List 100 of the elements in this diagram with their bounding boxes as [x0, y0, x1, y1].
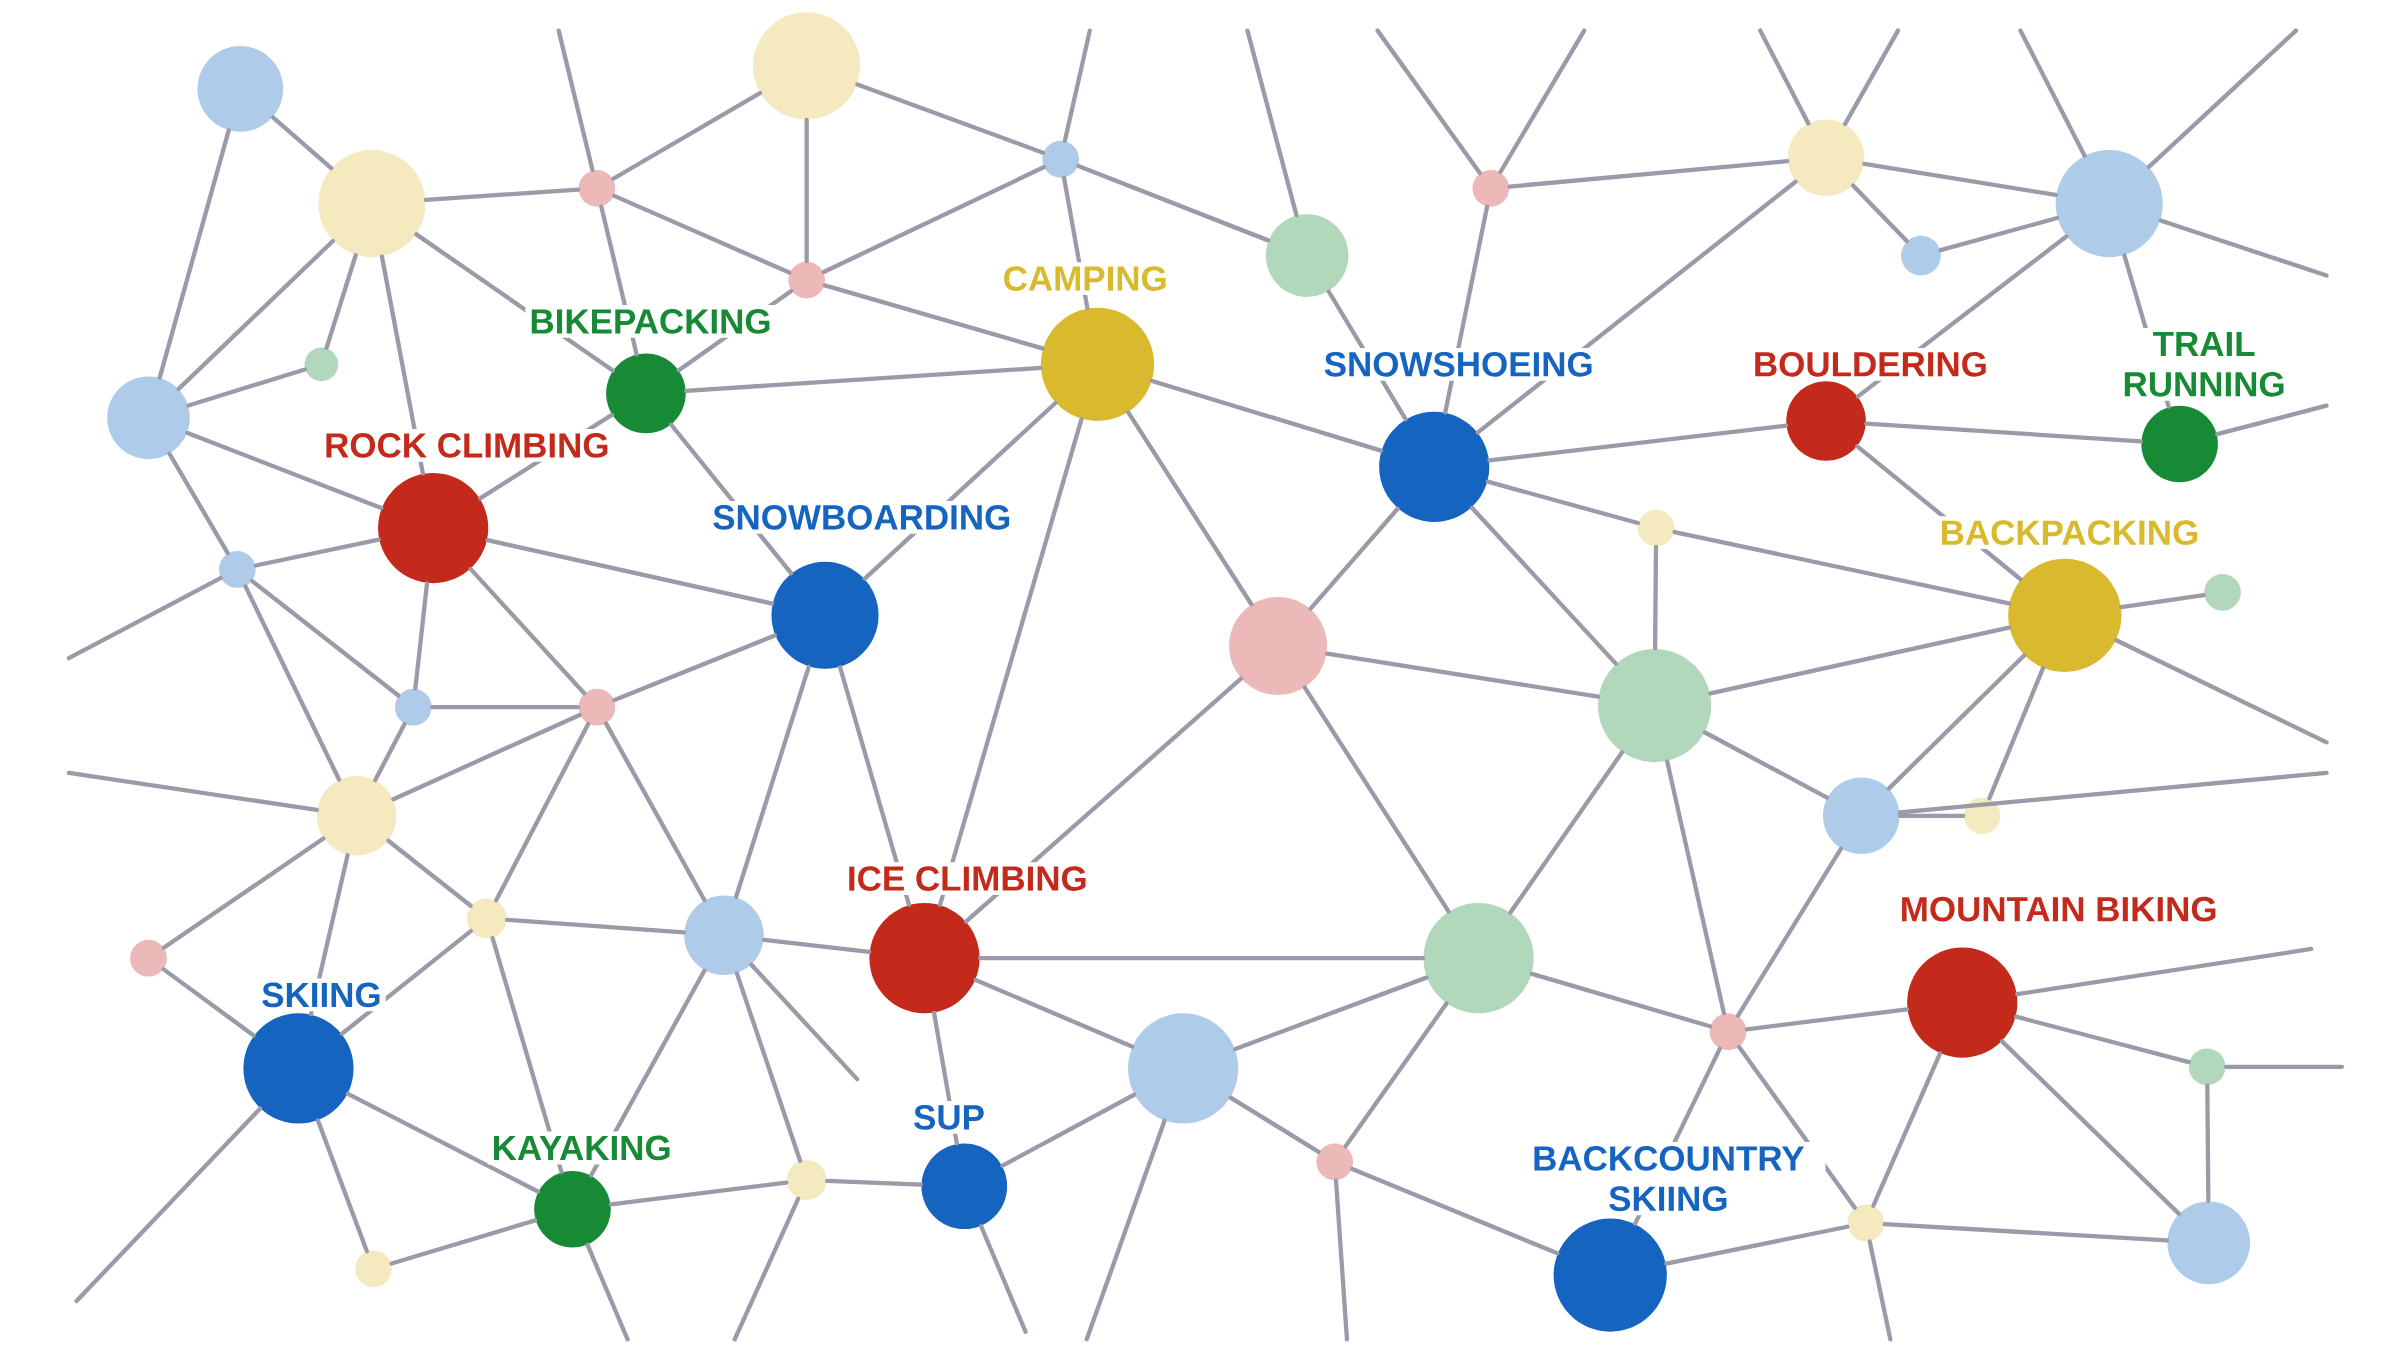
dot: [355, 1250, 392, 1288]
dot: [1042, 141, 1080, 178]
connector-line: [1343, 1001, 1449, 1149]
connector-line: [386, 838, 473, 909]
connector-line: [339, 929, 473, 1037]
connector-line: [1485, 479, 1641, 526]
dot: [1907, 947, 2018, 1058]
connector-line: [66, 771, 319, 813]
dot: [243, 1013, 354, 1124]
dot: [921, 1143, 1008, 1230]
connector-line: [734, 971, 803, 1164]
connector-line: [1897, 813, 1966, 819]
connector-line: [253, 537, 381, 568]
connector-line: [1737, 1045, 1857, 1210]
connector-line: [494, 722, 591, 903]
connector-line: [608, 1180, 789, 1207]
connector-line: [761, 937, 872, 955]
connector-line: [1665, 759, 1727, 1016]
connector-line: [391, 713, 582, 802]
activity-label: TRAIL RUNNING: [2100, 328, 2308, 401]
connector-line: [1758, 28, 1811, 126]
dot: [316, 776, 397, 856]
dot: [1637, 509, 1675, 547]
connector-line: [186, 367, 307, 408]
dot: [771, 562, 879, 670]
dot: [197, 46, 284, 132]
dot: [2008, 558, 2122, 673]
dot: [1316, 1143, 1354, 1181]
connector-line: [585, 1243, 630, 1342]
node-label: TRAIL RUNNING: [2124, 332, 2284, 397]
connector-line: [1987, 666, 2046, 801]
connector-line: [74, 1106, 263, 1304]
connector-line: [413, 581, 430, 691]
connector-line: [749, 962, 860, 1082]
connector-line: [2015, 947, 2314, 997]
dot: [1786, 381, 1866, 461]
connector-line: [1228, 1095, 1321, 1155]
dot: [1963, 797, 2001, 835]
connector-line: [1882, 1222, 2170, 1243]
connector-line: [66, 576, 223, 661]
dot: [684, 895, 764, 976]
dot: [2055, 150, 2163, 258]
connector-line: [2223, 1064, 2344, 1070]
activity-label: SUP: [909, 1101, 989, 1134]
activity-label: SNOWSHOEING: [1319, 348, 1598, 381]
dot: [788, 262, 825, 299]
dot: [1040, 307, 1155, 422]
connector-line: [821, 165, 1046, 275]
connector-line: [1487, 423, 1789, 463]
connector-line: [1475, 179, 1798, 435]
connector-line: [684, 366, 1043, 394]
dot: [1423, 903, 1534, 1014]
connector-line: [979, 1224, 1028, 1335]
connector-line: [824, 1179, 924, 1187]
dot: [318, 150, 426, 258]
dot: [1709, 1013, 1747, 1051]
dot: [1598, 649, 1712, 763]
connector-line: [430, 705, 581, 710]
node-label: KAYAKING: [493, 1135, 670, 1161]
connector-line: [1508, 750, 1625, 915]
dot: [1472, 170, 1510, 207]
connector-line: [1469, 505, 1618, 666]
dot: [1265, 214, 1349, 298]
connector-line: [855, 82, 1046, 156]
activity-label: KAYAKING: [487, 1131, 676, 1165]
connector-line: [270, 115, 334, 171]
dot: [578, 170, 616, 207]
dot: [378, 473, 489, 584]
connector-line: [2013, 1014, 2192, 1065]
connector-line: [611, 91, 763, 182]
activity-label: ROCK CLIMBING: [320, 429, 614, 463]
connector-line: [1245, 28, 1299, 218]
dot: [466, 898, 507, 939]
activity-label: BACKPACKING: [1935, 516, 2204, 550]
connector-line: [1498, 28, 1587, 175]
dot: [2141, 405, 2218, 483]
connector-line: [1708, 625, 2012, 696]
connector-line: [2146, 28, 2299, 170]
connector-line: [167, 452, 230, 556]
connector-line: [1126, 410, 1254, 607]
connector-line: [2215, 403, 2329, 437]
activity-label: BOULDERING: [1748, 348, 1992, 381]
connector-line: [1507, 159, 1790, 189]
connector-line: [1744, 1007, 1910, 1032]
connector-line: [1897, 771, 2329, 815]
connector-line: [2158, 218, 2329, 278]
dot: [1823, 777, 1900, 855]
dot: [753, 12, 861, 120]
connector-line: [176, 239, 336, 392]
dot: [1787, 119, 1865, 197]
dot: [1847, 1204, 1885, 1242]
connector-line: [1324, 651, 1601, 700]
node-label: BOULDERING: [1755, 352, 1986, 377]
connector-line: [612, 193, 792, 275]
connector-line: [243, 584, 342, 782]
connector-line: [2119, 593, 2206, 610]
connector-line: [978, 956, 1426, 961]
connector-line: [468, 567, 587, 696]
connector-line: [1871, 1051, 1943, 1209]
connector-line: [1375, 28, 1482, 176]
